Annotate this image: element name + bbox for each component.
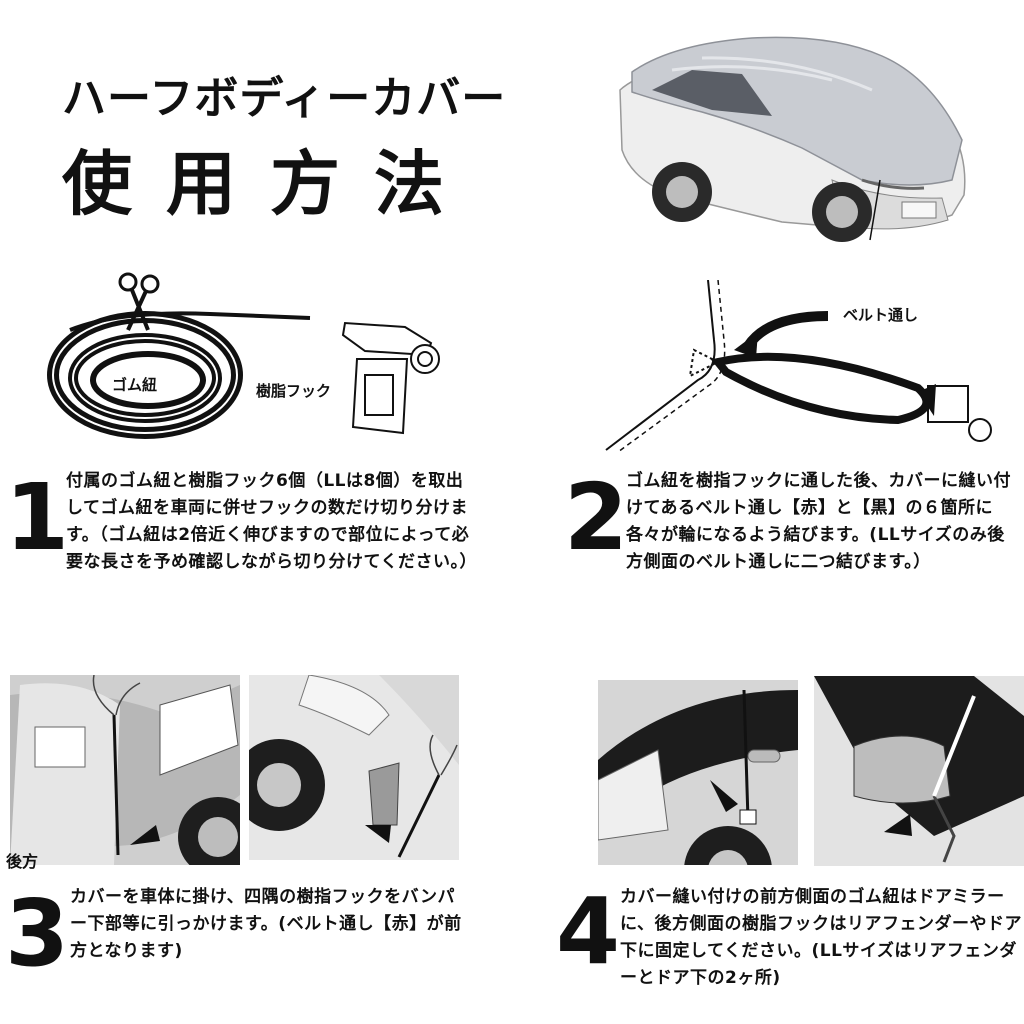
step-4-number: 4 bbox=[556, 878, 621, 985]
title-line-1: ハーフボディーカバー bbox=[62, 73, 507, 124]
rear-fender-photo bbox=[598, 680, 798, 865]
step-2-number: 2 bbox=[564, 464, 629, 571]
car-with-cover-photo bbox=[612, 30, 972, 245]
step-2-text: ゴム紐を樹指フックに通した後、カバーに縫い付けてあるベルト通し【赤】と【黒】の６… bbox=[626, 471, 1011, 572]
step-3-text: カバーを車体に掛け、四隅の樹指フックをバンパー下部等に引っかけます。(ベルト通し… bbox=[70, 887, 462, 961]
title-line-2: 使用方法 bbox=[62, 143, 478, 225]
step-4-text: カバー縫い付けの前方側面のゴム紐はドアミラーに、後方側面の樹脂フックはリアフェン… bbox=[620, 887, 1022, 988]
belt-loop-label: ベルト通し bbox=[843, 306, 919, 324]
step-1-text: 付属のゴム紐と樹脂フック6個（LLは8個）を取出してゴム紐を車両に併せフックの数… bbox=[66, 471, 477, 572]
rubber-cord-and-hook-illustration bbox=[30, 270, 360, 450]
front-bumper-photo bbox=[249, 675, 459, 860]
step-3-number: 3 bbox=[5, 880, 70, 987]
rear-label: 後方 bbox=[6, 852, 39, 871]
rubber-cord-label: ゴム紐 bbox=[112, 376, 158, 394]
door-mirror-photo bbox=[814, 676, 1024, 866]
step-1-number: 1 bbox=[5, 464, 70, 571]
scissors-icon bbox=[118, 272, 160, 331]
belt-loop-illustration bbox=[598, 280, 998, 455]
rear-bumper-photo bbox=[10, 675, 240, 865]
resin-hook-label: 樹脂フック bbox=[256, 382, 332, 400]
resin-hook-illustration bbox=[335, 315, 445, 440]
